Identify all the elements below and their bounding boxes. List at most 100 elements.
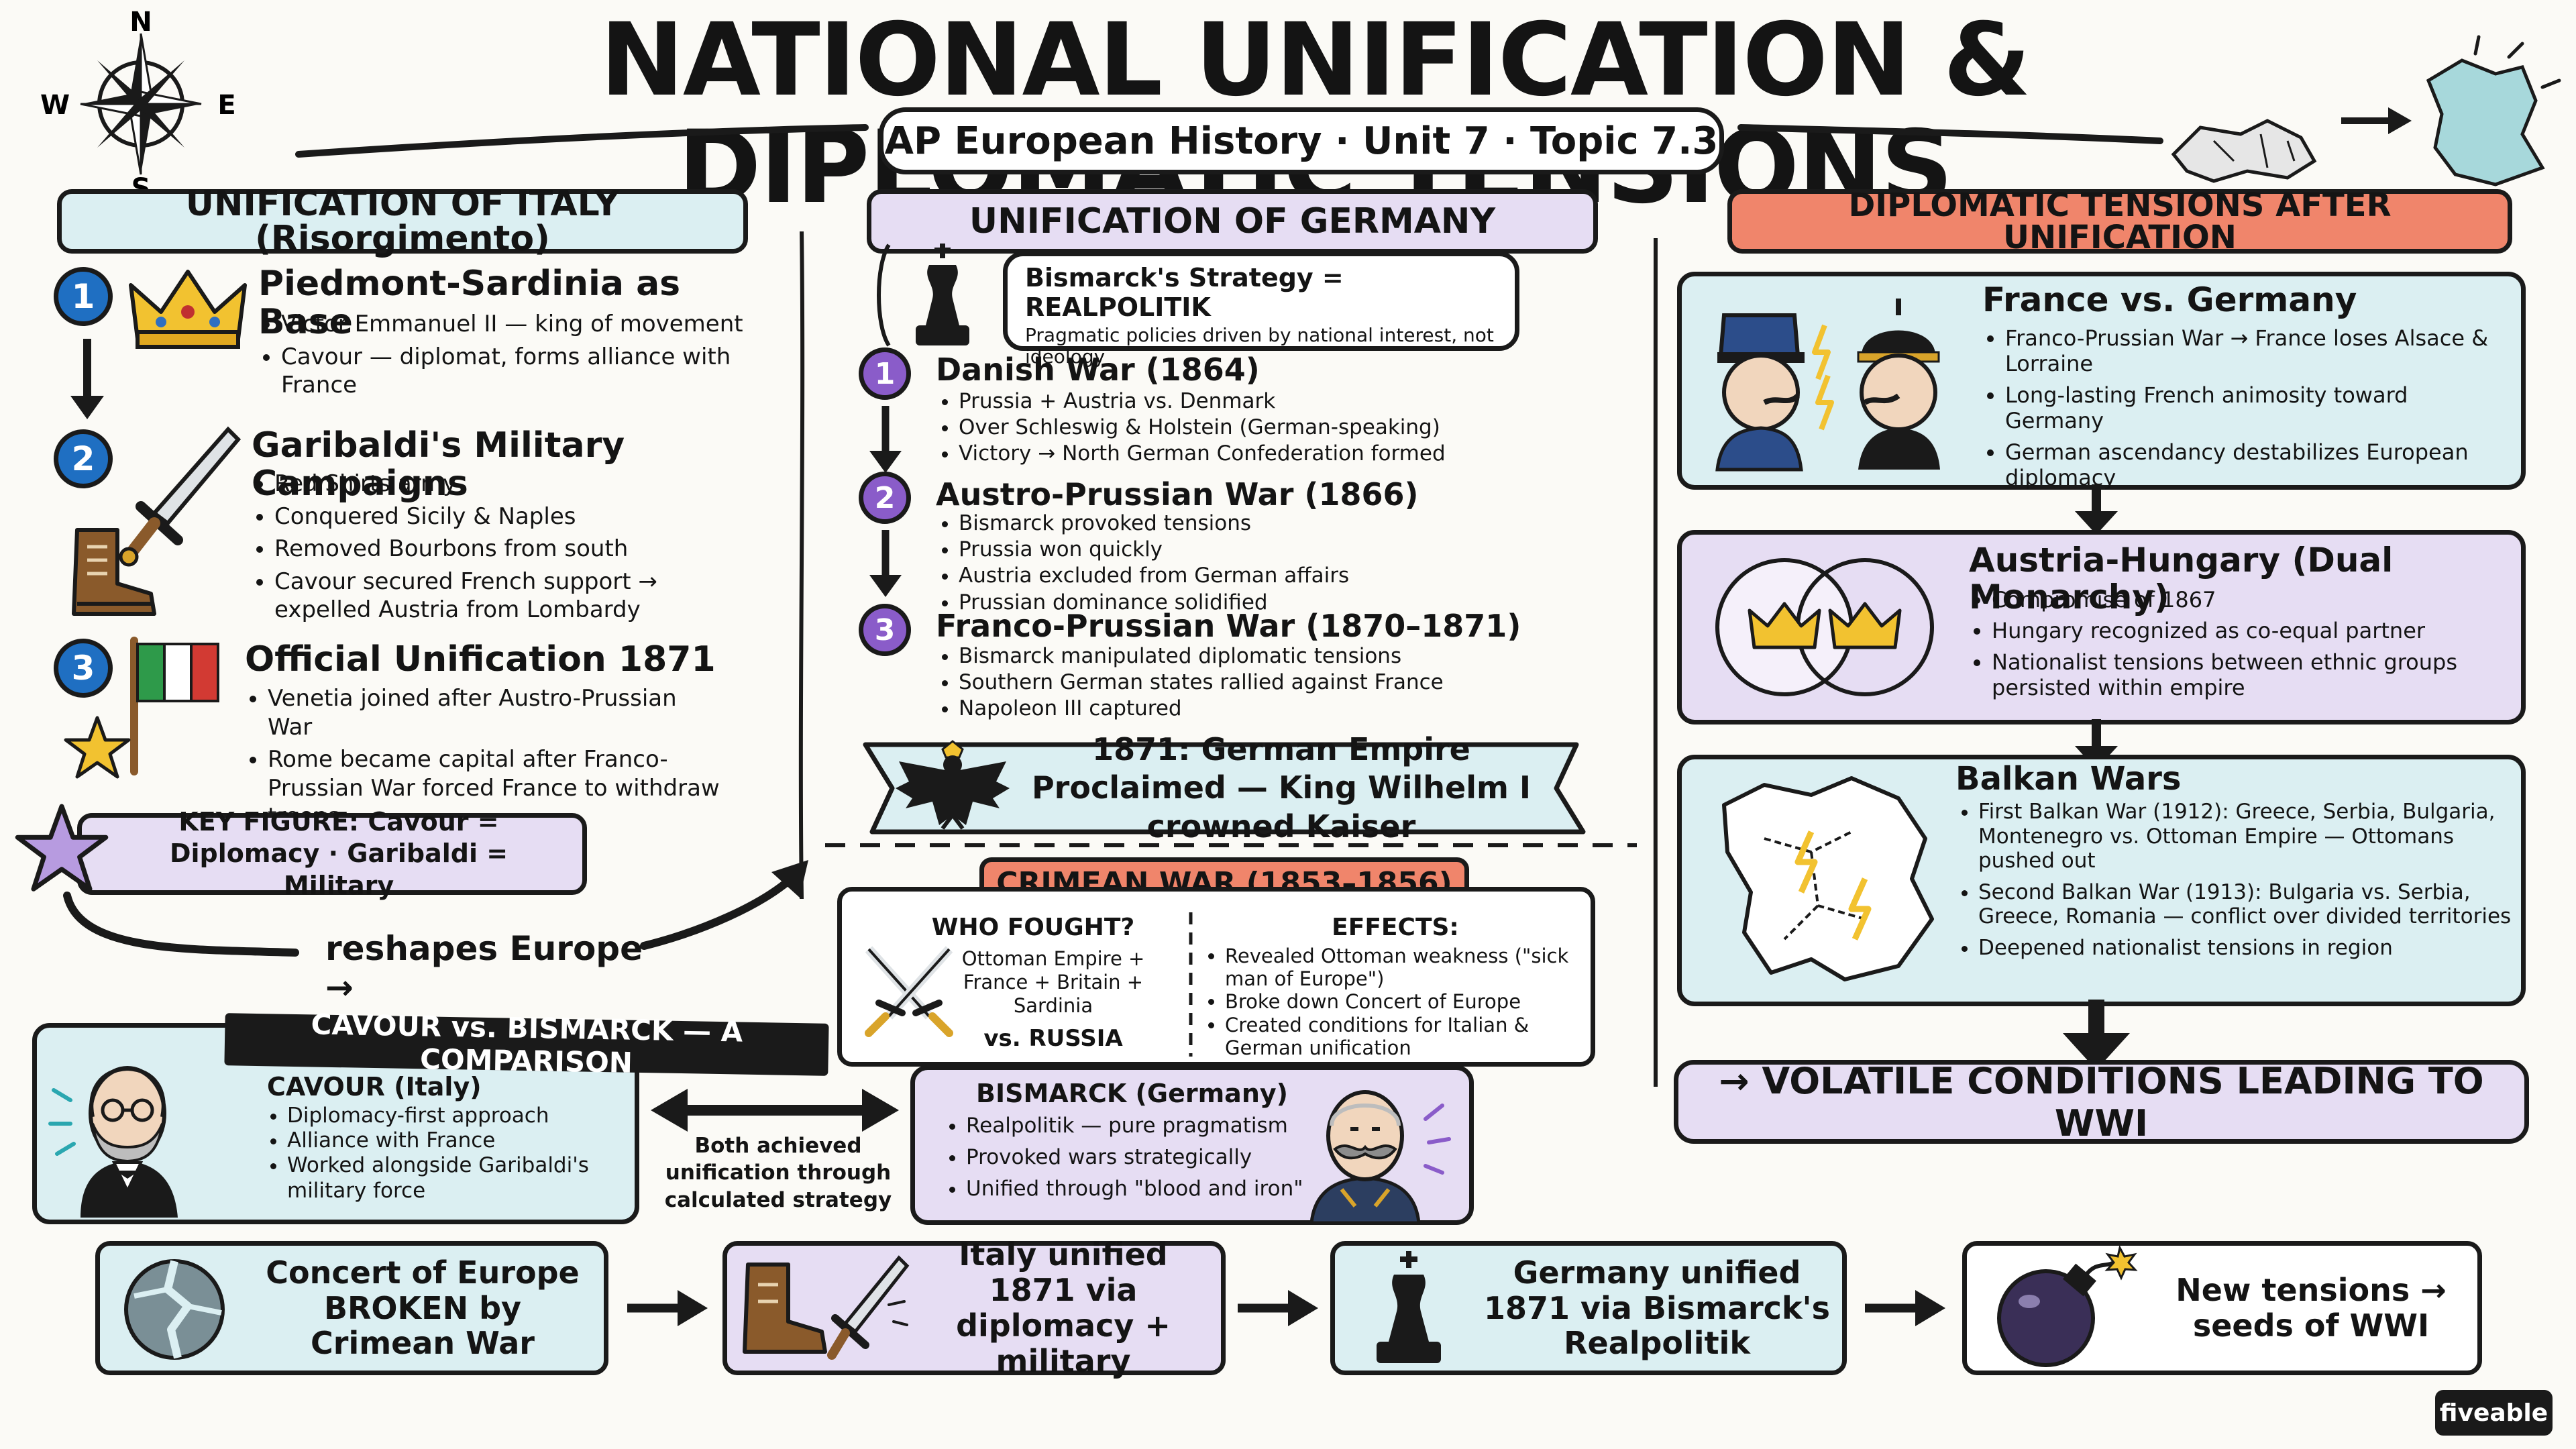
crimean-divider xyxy=(1189,912,1193,1057)
italy-step-1-number: 1 xyxy=(54,267,113,326)
italy-step-3-bullets: Venetia joined after Austro-Prussian War… xyxy=(245,684,728,835)
right-arrow-icon xyxy=(1238,1290,1318,1326)
map-transition-icon xyxy=(2171,35,2561,186)
wwi-banner: → VOLATILE CONDITIONS LEADING TO WWI xyxy=(1674,1060,2529,1144)
germany-heading: UNIFICATION OF GERMANY xyxy=(867,189,1598,254)
crimean-effects-title: EFFECTS: xyxy=(1332,914,1459,941)
france-germany-bullets: Franco-Prussian War → France loses Alsac… xyxy=(1982,325,2512,492)
flow-text-3: Germany unified 1871 via Bismarck's Real… xyxy=(1483,1254,1831,1362)
list-item: Long-lasting French animosity toward Ger… xyxy=(2005,382,2512,434)
subtitle-badge: AP European History · Unit 7 · Topic 7.3 xyxy=(879,107,1724,174)
compass-w: W xyxy=(40,90,70,121)
list-item: Alliance with France xyxy=(287,1128,629,1153)
germany-war-3-title: Franco-Prussian War (1870–1871) xyxy=(936,608,1521,644)
italy-step-1-bullets: Victor Emmanuel II — king of movement Ca… xyxy=(258,310,768,404)
fiveable-logo: fiveable xyxy=(2435,1390,2553,1436)
germany-war-3-bullets: Bismarck manipulated diplomatic tensions… xyxy=(936,644,1620,723)
germany-war-2-bullets: Bismarck provoked tensions Prussia won q… xyxy=(936,511,1620,616)
list-item: Prussia won quickly xyxy=(959,537,1620,562)
chess-king-icon xyxy=(1377,1251,1441,1363)
germany-war-2-number: 2 xyxy=(859,472,911,524)
italian-flag-icon xyxy=(130,637,219,775)
compass-e: E xyxy=(217,90,235,121)
germany-war-1-number: 1 xyxy=(859,347,911,400)
column-divider-left xyxy=(798,231,805,900)
big-down-arrow-icon xyxy=(2063,1000,2130,1070)
chess-king-icon xyxy=(877,244,969,347)
french-german-soldiers-icon xyxy=(1715,299,1940,472)
tensions-heading: DIPLOMATIC TENSIONS AFTER UNIFICATION xyxy=(1727,189,2512,254)
dual-crowns-icon xyxy=(1715,558,1934,696)
germany-war-3-number: 3 xyxy=(859,604,911,656)
cavour-title: CAVOUR (Italy) xyxy=(267,1072,482,1102)
key-figure-text: KEY FIGURE: Cavour = Diplomacy · Garibal… xyxy=(169,806,508,900)
list-item: Bismarck provoked tensions xyxy=(959,511,1620,536)
france-germany-box xyxy=(1677,272,2526,490)
down-arrow-icon xyxy=(869,530,902,597)
sword-icon xyxy=(119,426,241,567)
list-item: Franco-Prussian War → France loses Alsac… xyxy=(2005,325,2512,377)
germany-war-1-title: Danish War (1864) xyxy=(936,352,1260,388)
list-item: Nationalist tensions between ethnic grou… xyxy=(1992,649,2506,701)
key-figure-box: KEY FIGURE: Cavour = Diplomacy · Garibal… xyxy=(77,807,587,900)
flow-text-2: Italy unified 1871 via diplomacy + milit… xyxy=(956,1236,1171,1379)
strategy-box: Bismarck's Strategy = REALPOLITIK Pragma… xyxy=(1003,252,1519,368)
subtitle-text: AP European History · Unit 7 · Topic 7.3 xyxy=(884,119,1719,163)
down-arrow-icon xyxy=(2075,484,2118,535)
list-item: Prussian dominance solidified xyxy=(959,590,1620,615)
strategy-title: Bismarck's Strategy = REALPOLITIK xyxy=(1025,263,1344,322)
list-item: Revealed Ottoman weakness ("sick man of … xyxy=(1225,945,1583,990)
crimean-vs: vs. RUSSIA xyxy=(983,1025,1123,1052)
italy-step-3-title: Official Unification 1871 xyxy=(245,639,716,680)
list-item: Compromise of 1867 xyxy=(1992,587,2506,612)
list-item: Created conditions for Italian & German … xyxy=(1225,1014,1583,1059)
cavour-bullets: Diplomacy-first approach Alliance with F… xyxy=(267,1104,629,1203)
list-item: Prussia + Austria vs. Denmark xyxy=(959,389,1620,414)
list-item: Unified through "blood and iron" xyxy=(966,1177,1322,1201)
balkan-wars-title: Balkan Wars xyxy=(1955,760,2182,798)
comparison-both: Both achieved unification through calcul… xyxy=(664,1134,892,1212)
bismarck-bullets: Realpolitik — pure pragmatism Provoked w… xyxy=(946,1114,1322,1202)
list-item: Bismarck manipulated diplomatic tensions xyxy=(959,644,1620,669)
empire-text: 1871: German Empire Proclaimed — King Wi… xyxy=(1031,731,1532,845)
france-germany-title: France vs. Germany xyxy=(1982,280,2357,319)
compass-rose-icon: N S W E xyxy=(40,7,236,204)
italy-step-2-title: Garibaldi's Military Campaigns xyxy=(252,425,625,504)
boot-icon xyxy=(72,528,156,616)
compass-n: N xyxy=(129,7,152,38)
crimean-who-title: WHO FOUGHT? xyxy=(931,914,1135,941)
list-item: Cavour secured French support → expelled… xyxy=(274,568,748,625)
strategy-desc: Pragmatic policies driven by national in… xyxy=(1025,324,1494,368)
list-item: Deepened nationalist tensions in region xyxy=(1978,936,2519,961)
list-item: Southern German states rallied against F… xyxy=(959,670,1620,695)
austria-hungary-bullets: Compromise of 1867 Hungary recognized as… xyxy=(1969,587,2506,702)
list-item: German ascendancy destabilizes European … xyxy=(2005,439,2512,491)
list-item: Realpolitik — pure pragmatism xyxy=(966,1114,1322,1138)
crossed-swords-icon xyxy=(865,946,953,1037)
italy-heading: UNIFICATION OF ITALY (Risorgimento) xyxy=(57,186,748,256)
broken-circle-icon xyxy=(124,1259,225,1360)
crimean-effects: Revealed Ottoman weakness ("sick man of … xyxy=(1208,945,1583,1059)
section-divider-dashed xyxy=(825,843,1637,847)
list-item: Venetia joined after Austro-Prussian War xyxy=(268,684,728,741)
list-item: Removed Bourbons from south xyxy=(274,535,748,564)
list-item: Provoked wars strategically xyxy=(966,1145,1322,1170)
reshapes-arrow xyxy=(63,860,808,957)
bismarck-portrait-icon xyxy=(1309,1090,1451,1225)
empire-banner-shape xyxy=(863,742,1586,835)
italy-step-3-number: 3 xyxy=(54,639,113,698)
column-divider-right xyxy=(1652,237,1659,1087)
italy-step-1-title: Piedmont-Sardinia as Base xyxy=(258,264,681,343)
balkan-wars-bullets: First Balkan War (1912): Greece, Serbia,… xyxy=(1955,800,2519,961)
list-item: Austria excluded from German affairs xyxy=(959,564,1620,588)
title-rule-right xyxy=(1737,124,2163,144)
crimean-who: Ottoman Empire + France + Britain + Sard… xyxy=(961,947,1145,1017)
boot-sword-icon xyxy=(743,1255,910,1360)
bomb-icon xyxy=(1997,1244,2138,1367)
list-item: First Balkan War (1912): Greece, Serbia,… xyxy=(1978,800,2519,873)
list-item: Victor Emmanuel II — king of movement xyxy=(281,310,768,339)
double-arrow-icon xyxy=(651,1089,899,1132)
down-arrow-icon xyxy=(70,339,104,419)
down-arrow-icon xyxy=(869,406,902,473)
balkan-map-icon xyxy=(1722,776,1934,981)
